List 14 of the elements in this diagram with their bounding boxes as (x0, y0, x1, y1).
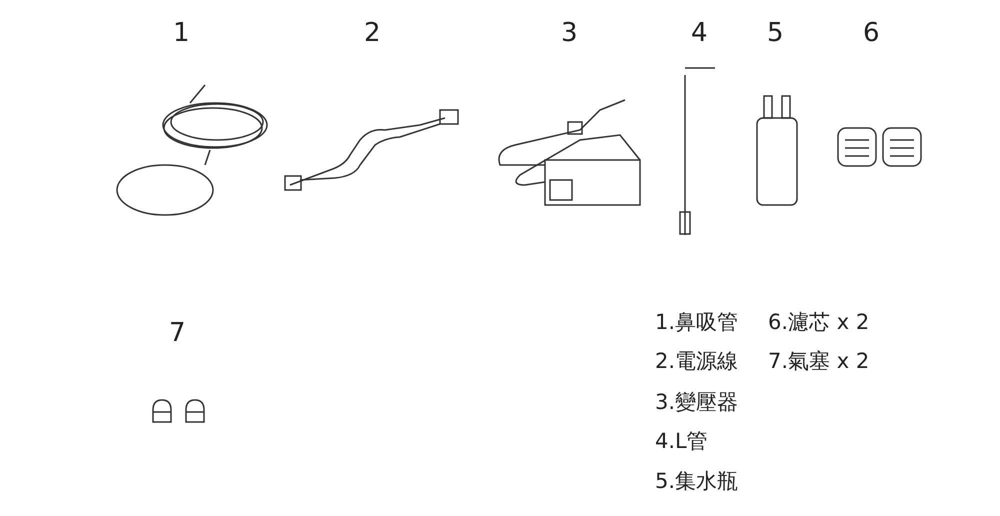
part-list-item: 5.集水瓶 (655, 471, 738, 492)
part-list-item: 1.鼻吸管 (655, 312, 738, 333)
part-number: 6 (863, 20, 880, 46)
part-number: 2 (364, 20, 381, 46)
part-number: 5 (767, 20, 784, 46)
part-list-item: 7.氣塞 x 2 (768, 351, 870, 372)
part-list-item: 3.變壓器 (655, 392, 738, 413)
part-list-item: 4.L管 (655, 431, 708, 452)
part-number: 1 (173, 20, 190, 46)
part-list-item: 6.濾芯 x 2 (768, 312, 870, 333)
part-number: 3 (561, 20, 578, 46)
part-number: 4 (691, 20, 708, 46)
part-list-item: 2.電源線 (655, 351, 738, 372)
part-number: 7 (169, 320, 186, 346)
